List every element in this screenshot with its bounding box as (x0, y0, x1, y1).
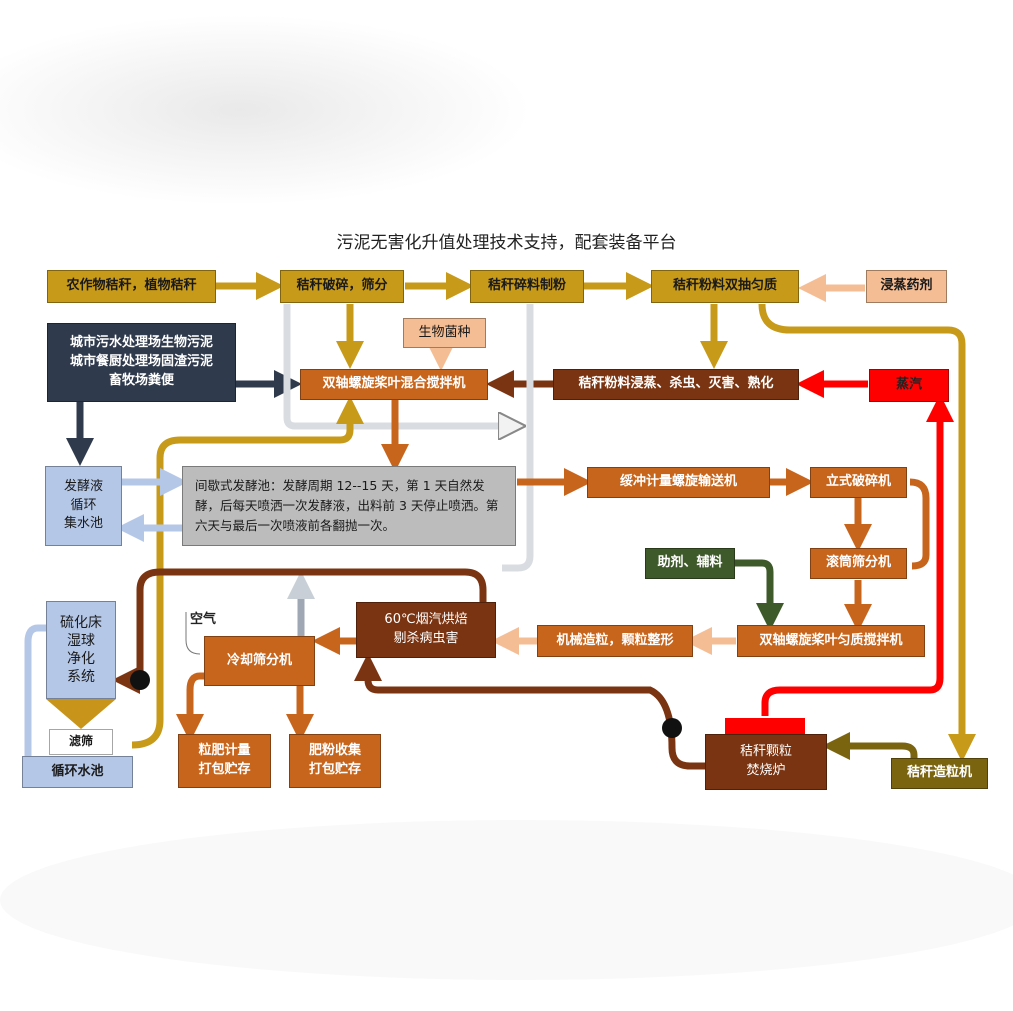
incinerator-box: 秸秆颗粒 焚烧炉 (705, 734, 827, 790)
double-mix-box: 秸秆粉料双抽匀质 (651, 270, 799, 303)
water-pool-box: 循环水池 (22, 756, 133, 788)
air-label: 空气 (190, 612, 217, 627)
diagram-title: 污泥无害化升值处理技术支持，配套装备平台 (336, 233, 677, 253)
sludge-sources-box: 城市污水处理场生物污泥 城市餐厨处理场固渣污泥 畜牧场粪便 (47, 323, 236, 402)
straw-pelletizer-box: 秸秆造粒机 (891, 758, 988, 789)
additives-box: 助剂、辅料 (645, 548, 735, 579)
powder-pack-box: 肥粉收集 打包贮存 (289, 734, 381, 788)
drum-sieve-box: 滚筒筛分机 (810, 548, 907, 579)
steam-agent-box: 浸蒸药剂 (866, 270, 947, 303)
vertical-crusher-box: 立式破碎机 (810, 467, 907, 498)
crop-straw-box: 农作物秸秆，植物秸秆 (47, 270, 216, 303)
steam-treat-box: 秸秆粉料浸蒸、杀虫、灭害、熟化 (553, 369, 799, 400)
mixer-box: 双轴螺旋桨叶混合搅拌机 (300, 369, 488, 400)
incinerator-chimney (725, 718, 805, 734)
ferment-pool-box: 间歇式发酵池：发酵周期 12--15 天，第 1 天自然发酵，后每天喷洒一次发酵… (182, 466, 516, 546)
homogenizer-box: 双轴螺旋桨叶匀质搅拌机 (737, 625, 925, 657)
buffer-conveyor-box: 绥冲计量螺旋输送机 (587, 467, 770, 498)
ferment-liquid-box: 发酵液 循环 集水池 (45, 466, 122, 546)
desulfurizer-box: 硫化床 湿球 净化 系统 (46, 601, 116, 699)
pellet-pack-box: 粒肥计量 打包贮存 (178, 734, 271, 788)
granulator-box: 机械造粒，颗粒整形 (537, 625, 693, 657)
crush-sieve-box: 秸秆破碎，筛分 (280, 270, 404, 303)
bio-strain-box: 生物菌种 (403, 318, 486, 348)
steam-box: 蒸汽 (869, 369, 949, 402)
desulfurizer-hopper (46, 699, 116, 729)
milling-box: 秸秆碎料制粉 (470, 270, 584, 303)
dryer-box: 60℃烟汽烘焙 剔杀病虫害 (356, 602, 496, 658)
cooling-sieve-box: 冷却筛分机 (204, 636, 315, 686)
filter-box: 滤筛 (49, 729, 113, 755)
